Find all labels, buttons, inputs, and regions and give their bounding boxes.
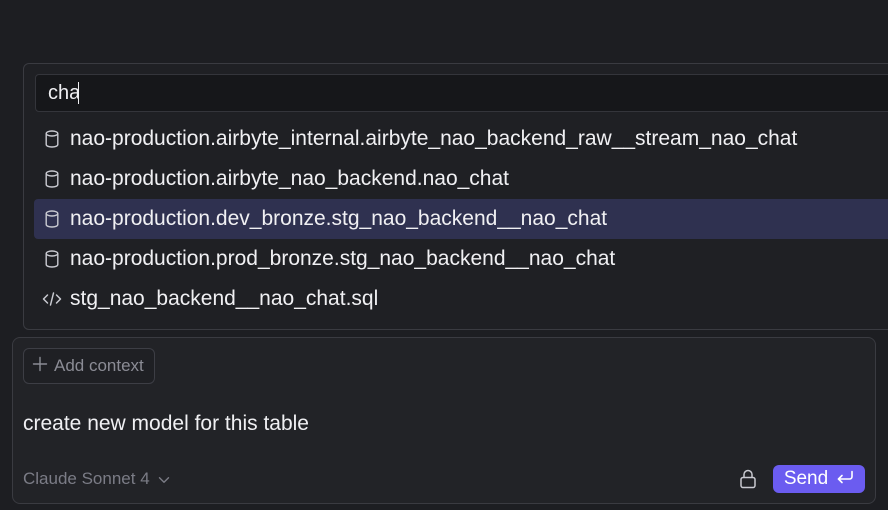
model-label: Claude Sonnet 4	[23, 469, 150, 488]
code-icon	[34, 291, 70, 307]
result-item[interactable]: nao-production.airbyte_internal.airbyte_…	[34, 119, 888, 159]
send-button[interactable]: Send	[773, 465, 865, 493]
result-item-selected[interactable]: nao-production.dev_bronze.stg_nao_backen…	[34, 199, 888, 239]
chevron-down-icon	[158, 469, 170, 489]
database-icon	[34, 170, 70, 188]
add-context-label: Add context	[54, 356, 144, 375]
plus-icon	[32, 356, 48, 377]
results-list: nao-production.airbyte_internal.airbyte_…	[34, 119, 888, 319]
database-icon	[34, 250, 70, 268]
result-item[interactable]: stg_nao_backend__nao_chat.sql	[34, 279, 888, 319]
result-item[interactable]: nao-production.airbyte_nao_backend.nao_c…	[34, 159, 888, 199]
database-icon	[34, 130, 70, 148]
enter-icon	[836, 468, 854, 490]
send-label: Send	[783, 468, 829, 489]
database-icon	[34, 210, 70, 228]
text-caret	[78, 82, 79, 104]
result-label: nao-production.dev_bronze.stg_nao_backen…	[70, 207, 608, 230]
result-label: nao-production.airbyte_internal.airbyte_…	[70, 127, 798, 150]
lock-icon[interactable]	[737, 467, 759, 491]
search-input[interactable]	[36, 78, 78, 108]
add-context-button[interactable]: Add context	[23, 348, 155, 384]
context-suggestions-popover: nao-production.airbyte_internal.airbyte_…	[23, 63, 888, 330]
result-label: nao-production.airbyte_nao_backend.nao_c…	[70, 167, 510, 190]
model-selector[interactable]: Claude Sonnet 4	[23, 469, 170, 489]
result-item[interactable]: nao-production.prod_bronze.stg_nao_backe…	[34, 239, 888, 279]
result-label: nao-production.prod_bronze.stg_nao_backe…	[70, 247, 616, 270]
message-composer: Add context create new model for this ta…	[12, 337, 876, 504]
result-label: stg_nao_backend__nao_chat.sql	[70, 287, 379, 310]
message-input[interactable]: create new model for this table	[23, 412, 309, 435]
search-box[interactable]	[35, 74, 888, 112]
